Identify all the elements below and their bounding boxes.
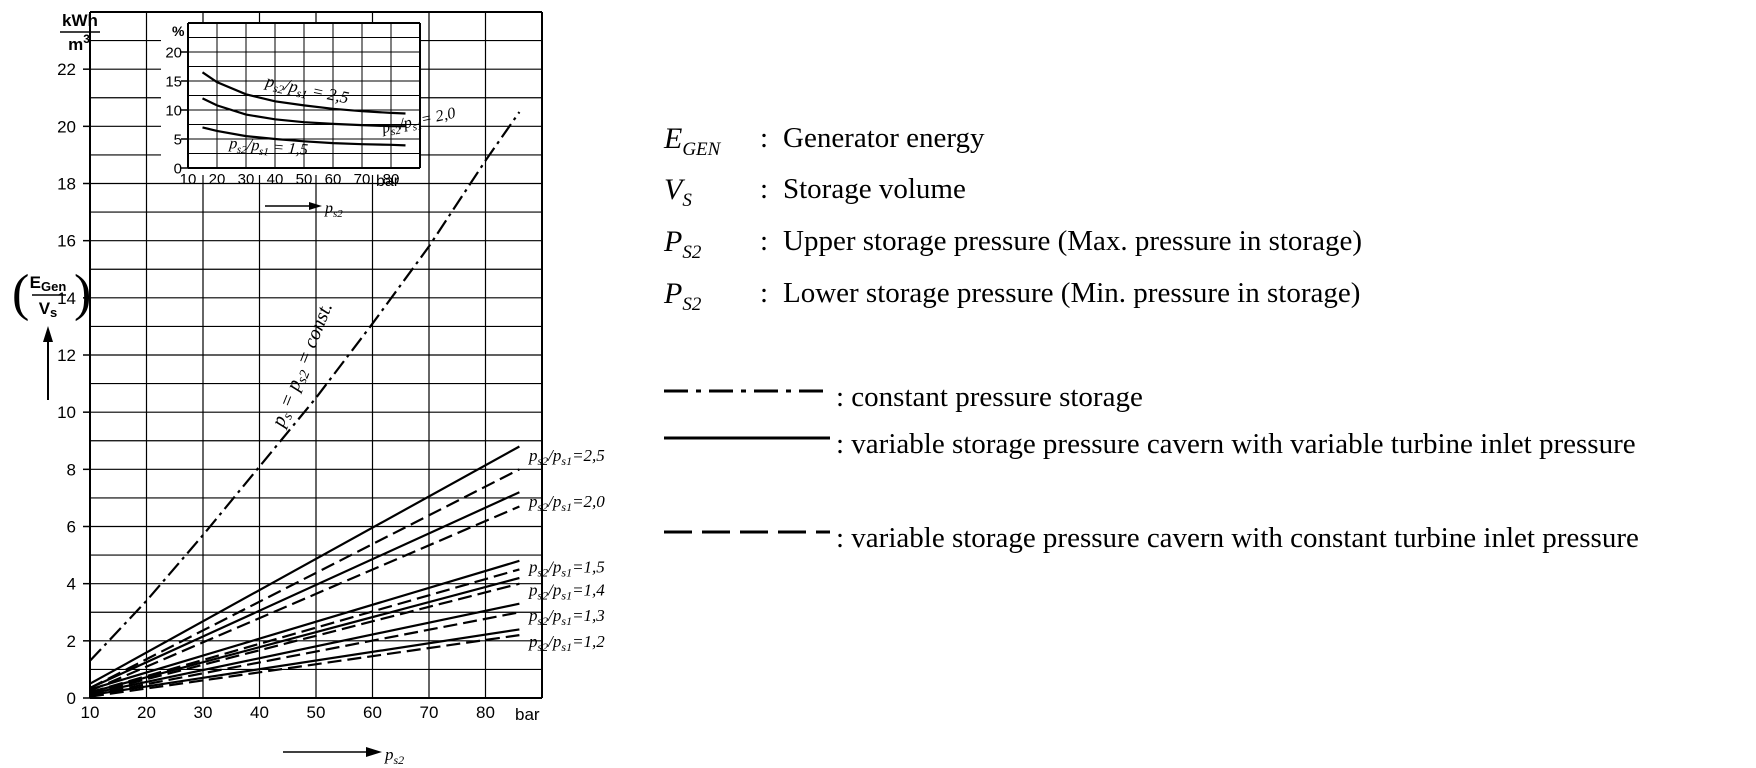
x-tick-label: 60 — [325, 171, 342, 188]
y-tick-label: 4 — [67, 575, 76, 594]
series-line-dashed — [89, 634, 520, 698]
x-tick-label: 10 — [81, 703, 100, 722]
x-tick-label: 20 — [209, 171, 226, 188]
ratio-label: ps2/ps1=1,4 — [528, 580, 605, 602]
y-tick-label: 20 — [57, 117, 76, 136]
inset-tick-labels: 10 20 30 40 50 60 70 80 0 5 10 15 20 — [165, 44, 399, 188]
x-tick-label: 50 — [307, 703, 326, 722]
inset-x-unit: bar — [376, 173, 400, 190]
y-tick-label: 12 — [57, 346, 76, 365]
x-tick-label: 70 — [354, 171, 371, 188]
y-tick-label: 22 — [57, 60, 76, 79]
ratio-label: ps2/ps1=1,3 — [528, 606, 605, 628]
y-tick-label: 5 — [174, 131, 182, 148]
legend-description: : variable storage pressure cavern with … — [836, 428, 1636, 460]
variable-description: Storage volume — [783, 173, 966, 205]
svg-text:Vs: Vs — [39, 299, 58, 320]
y-tick-label: 18 — [57, 174, 76, 193]
y-axis-label: ( ) EGen Vs — [12, 265, 91, 400]
y-tick-label: 6 — [67, 517, 76, 536]
x-tick-label: 60 — [363, 703, 382, 722]
y-tick-label: 20 — [165, 44, 182, 61]
main-grid — [89, 11, 543, 699]
y-tick-label: 10 — [57, 403, 76, 422]
y-tick-label: 10 — [165, 102, 182, 119]
y-tick-label: 0 — [174, 160, 182, 177]
variable-symbol: PS2 — [664, 277, 702, 315]
ratio-label: ps2/ps1=2,0 — [528, 492, 605, 514]
variable-symbol: VS — [664, 173, 692, 211]
series-line-solid — [89, 445, 520, 685]
svg-text:ps2: ps2 — [384, 745, 404, 767]
x-tick-label: 10 — [180, 171, 197, 188]
y-unit-denominator: m3 — [68, 32, 90, 54]
y-tick-label: 14 — [57, 289, 76, 308]
inset-series — [201, 71, 406, 147]
x-tick-label: 30 — [238, 171, 255, 188]
series-line-dashed — [89, 505, 520, 692]
variable-colon: : — [760, 225, 769, 257]
inset-y-unit: % — [172, 23, 185, 39]
series-line-dashed — [89, 468, 520, 689]
solid-line-swatch — [664, 436, 830, 440]
y-tick-label: 15 — [165, 73, 182, 90]
inset-x-arrowhead — [309, 202, 322, 210]
inset-chart: 10 20 30 40 50 60 70 80 0 5 10 15 20 % bar ps2/ps1 =… — [161, 22, 457, 220]
x-tick-label: 40 — [267, 171, 284, 188]
y-tick-label: 0 — [67, 689, 76, 708]
series-line-dashed — [89, 582, 520, 695]
variable-colon: : — [760, 277, 769, 309]
ratio-label: ps2/ps1=2,5 — [528, 446, 605, 468]
y-unit-numerator: kWh — [62, 11, 98, 30]
variable-symbol: PS2 — [664, 225, 702, 263]
legend-description: : variable storage pressure cavern with … — [836, 522, 1639, 554]
variable-colon: : — [760, 122, 769, 154]
series-line-solid — [89, 628, 520, 697]
x-tick-label: 30 — [194, 703, 213, 722]
series-line-solid — [202, 126, 406, 147]
x-tick-label: 80 — [476, 703, 495, 722]
ratio-labels: ps2/ps1=2,5ps2/ps1=2,0ps2/ps1=1,5ps2/ps1… — [528, 446, 605, 654]
variable-description: Generator energy — [783, 122, 985, 154]
series-line-solid — [89, 559, 520, 691]
inset-label-1-5: ps2/ps1 = 1,5 — [227, 135, 308, 162]
series-line-dashed — [89, 568, 520, 694]
series-line-solid — [89, 576, 520, 694]
series-line-solid — [201, 71, 406, 115]
svg-text:EGen: EGen — [30, 273, 67, 294]
x-unit-label: bar — [515, 705, 540, 724]
ratio-label: ps2/ps1=1,2 — [528, 632, 605, 654]
inset-x-label: ps2 — [324, 200, 343, 220]
x-axis-label: ps2 — [283, 745, 404, 767]
main-series — [89, 111, 521, 698]
variable-symbol: EGEN — [664, 122, 721, 160]
series-line-solid — [89, 602, 520, 695]
y-tick-label: 16 — [57, 232, 76, 251]
dashdot-line-swatch — [664, 389, 830, 393]
variable-colon: : — [760, 173, 769, 205]
inset-label-2-0: ps2/ps1= 2,0 — [379, 105, 457, 140]
inset-grid — [187, 22, 421, 169]
x-tick-label: 20 — [137, 703, 156, 722]
x-tick-label: 80 — [383, 171, 400, 188]
x-tick-label: 50 — [296, 171, 313, 188]
y-tick-label: 2 — [67, 632, 76, 651]
svg-text:(: ( — [12, 265, 29, 322]
variable-description: Upper storage pressure (Max. pressure in… — [783, 225, 1362, 257]
legend-description: : constant pressure storage — [836, 381, 1143, 413]
x-tick-label: 40 — [250, 703, 269, 722]
dashed-line-swatch — [664, 530, 830, 534]
variable-description: Lower storage pressure (Min. pressure in… — [783, 277, 1361, 309]
series-line-solid — [89, 491, 520, 690]
x-tick-label: 70 — [420, 703, 439, 722]
svg-text:): ) — [74, 265, 91, 322]
ratio-label: ps2/ps1=1,5 — [528, 558, 605, 580]
y-tick-label: 8 — [67, 460, 76, 479]
series-line-dashed — [89, 611, 520, 697]
series-line-solid — [202, 97, 406, 128]
